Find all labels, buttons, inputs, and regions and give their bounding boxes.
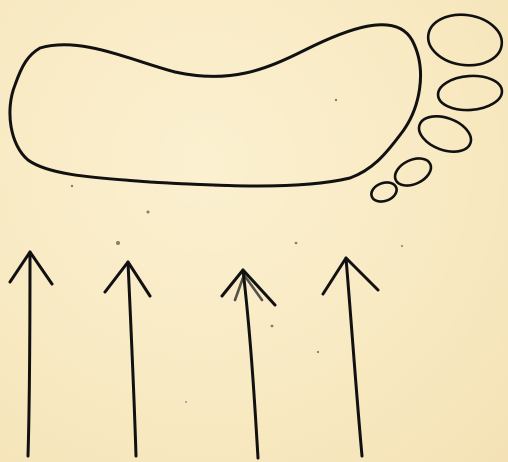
- footprint-toe-1: [425, 10, 505, 70]
- arrow-up-1: [10, 252, 52, 456]
- footprint-toe-3: [414, 110, 476, 159]
- footprint-toe-2: [437, 74, 503, 112]
- arrow-up-3: [222, 270, 275, 458]
- footprint-sole: [10, 25, 421, 186]
- arrow-up-4: [323, 258, 378, 456]
- arrow-up-2: [105, 262, 150, 456]
- footprint-toe-4: [391, 153, 436, 191]
- footprint-toe-5: [369, 179, 400, 205]
